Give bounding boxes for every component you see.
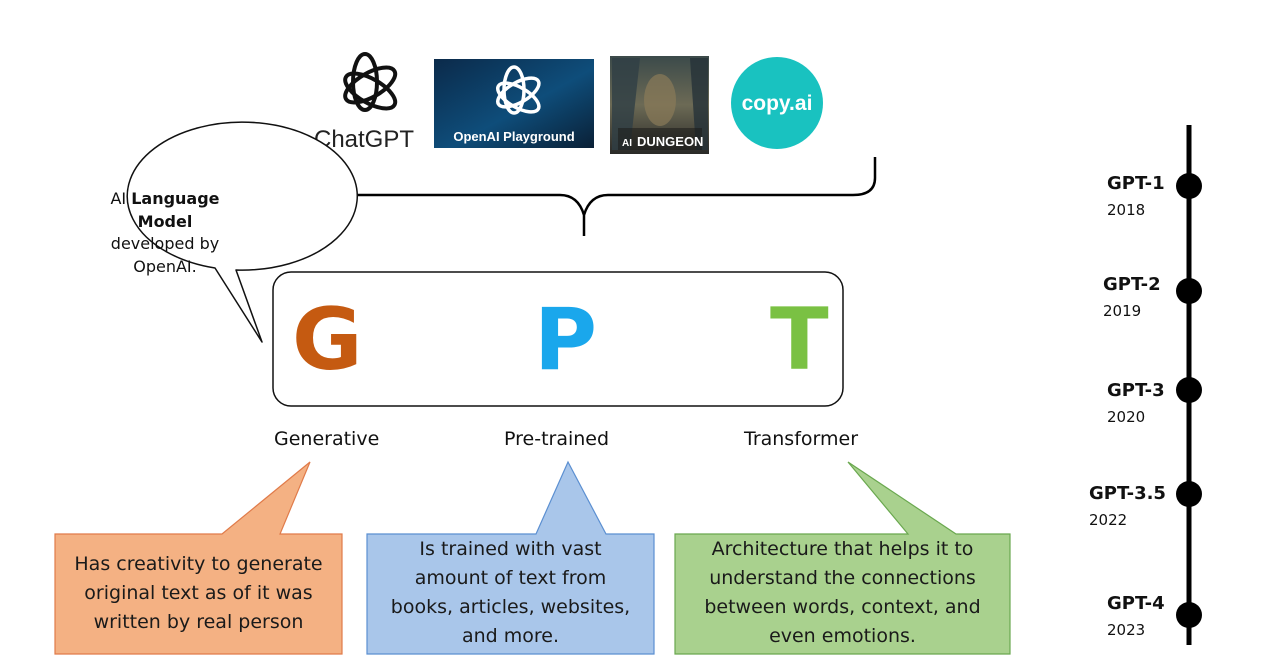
timeline-label-gpt35: GPT-3.5 [1089, 483, 1166, 504]
timeline-dot [1176, 377, 1202, 403]
word-transformer: Transformer [744, 428, 859, 450]
callout-line: and more. [461, 625, 560, 647]
copyai-logo: copy.ai [731, 57, 823, 149]
callout-line: even emotions. [769, 625, 916, 647]
callout-line: written by real person [93, 611, 304, 633]
callout-line: original text as of it was [84, 582, 313, 604]
callout-pretrained-text: Is trained with vast amount of text from… [367, 535, 654, 651]
timeline-year-2019: 2019 [1103, 302, 1142, 320]
letter-t: T [770, 290, 829, 390]
dungeon-label-b: DUNGEON [637, 134, 703, 149]
openai-playground-logo: OpenAI Playground [434, 59, 594, 148]
timeline-dot [1176, 602, 1202, 628]
timeline-dot [1176, 481, 1202, 507]
callout-line: between words, context, and [704, 596, 981, 618]
timeline [1176, 125, 1202, 645]
gpt-box [272, 271, 844, 407]
callout-pretrained [366, 460, 655, 655]
timeline-year-2018: 2018 [1107, 201, 1146, 219]
speech-bubble [126, 121, 359, 343]
timeline-label-gpt2: GPT-2 [1103, 274, 1161, 295]
ai-dungeon-logo: AI DUNGEON [610, 56, 709, 154]
bubble-line-1-prefix: AI [110, 189, 132, 208]
callout-transformer [674, 461, 1011, 655]
timeline-dot [1176, 173, 1202, 199]
openai-knot-icon [343, 52, 398, 112]
callout-line: Has creativity to generate [74, 553, 323, 575]
callout-transformer-text: Architecture that helps it to understand… [675, 535, 1010, 651]
bubble-line-4: OpenAI. [133, 256, 197, 276]
copyai-label: copy.ai [742, 92, 813, 115]
bubble-line-2: Model [92, 211, 238, 234]
callout-line: books, articles, websites, [390, 596, 631, 618]
curly-brace [294, 157, 877, 236]
bubble-line-1: AI Language [92, 188, 238, 211]
chatgpt-logo: ChatGPT [314, 52, 414, 153]
callout-line: amount of text from [414, 567, 607, 589]
timeline-year-2020: 2020 [1107, 408, 1146, 426]
callout-generative-text: Has creativity to generate original text… [55, 550, 342, 637]
openai-knot-icon [496, 65, 541, 115]
callout-generative [54, 461, 343, 655]
timeline-label-gpt3: GPT-3 [1107, 380, 1165, 401]
timeline-dot [1176, 278, 1202, 304]
word-generative: Generative [274, 428, 380, 450]
playground-label: OpenAI Playground [453, 129, 574, 144]
timeline-year-2023: 2023 [1107, 621, 1146, 639]
letter-p: P [534, 290, 598, 390]
dungeon-label-a: AI [622, 138, 632, 149]
bubble-line-3: developed by [110, 234, 220, 253]
callout-line: Is trained with vast [419, 538, 602, 560]
bubble-line-2-bold: Model [137, 211, 193, 231]
callout-line: Architecture that helps it to [711, 538, 974, 560]
timeline-year-2022: 2022 [1089, 511, 1128, 529]
bubble-line-1-bold: Language [131, 189, 220, 208]
bubble-text: AI Language Model developed by OpenAI. [92, 188, 238, 278]
letter-g: G [292, 290, 363, 390]
word-pretrained: Pre-trained [504, 428, 610, 450]
callout-line: understand the connections [709, 567, 976, 589]
timeline-label-gpt4: GPT-4 [1107, 593, 1165, 614]
timeline-label-gpt1: GPT-1 [1107, 173, 1165, 194]
